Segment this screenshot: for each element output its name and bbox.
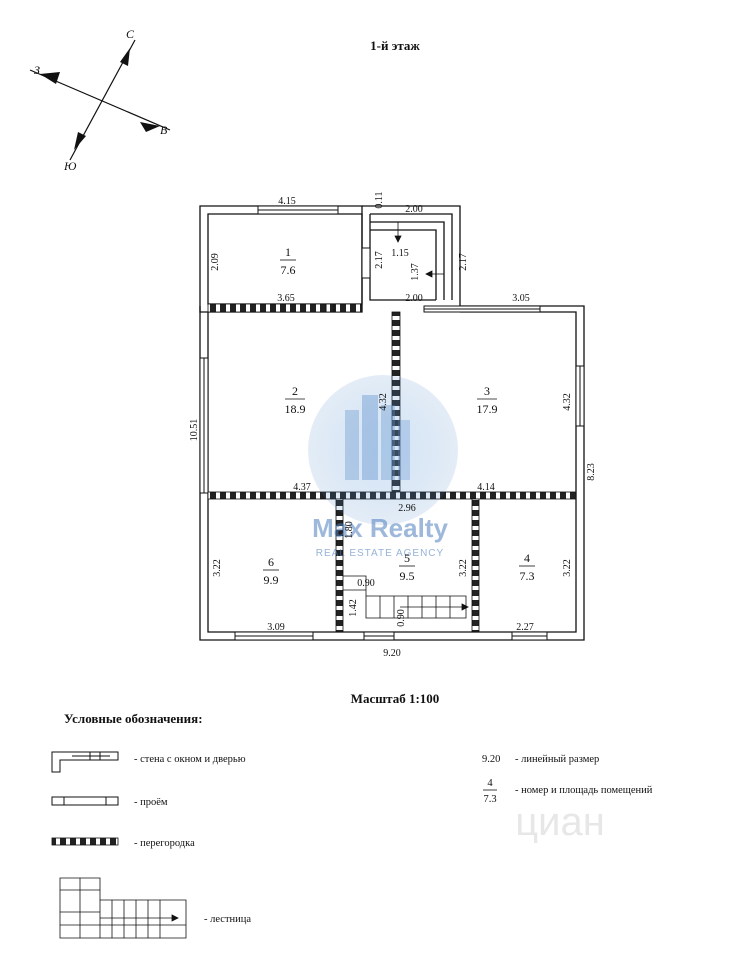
dimension-label: 3.65 — [277, 293, 295, 304]
dimension-label: 4.14 — [477, 482, 495, 493]
dimension-label: 2.17 — [458, 253, 469, 271]
legend-stairs-symbol — [59, 877, 187, 939]
dimension-label: 4.37 — [293, 482, 311, 493]
compass-east-label: В — [160, 123, 168, 137]
room-area: 18.9 — [285, 402, 306, 416]
room-area: 7.3 — [520, 569, 535, 583]
dimension-label: 2.00 — [405, 204, 423, 215]
legend-room-area-example: 7.3 — [483, 794, 496, 805]
dimension-label: 2.96 — [398, 503, 416, 514]
dimension-label: 4.32 — [378, 393, 389, 411]
legend: Условные обозначения: - стена с окном и … — [51, 711, 653, 939]
room-number: 6 — [268, 555, 274, 569]
legend-room-text: - номер и площадь помещений — [515, 785, 653, 796]
dimension-label: 2.00 — [405, 293, 423, 304]
dimension-label: 10.51 — [189, 419, 200, 442]
room-6-label: 6 9.9 — [263, 555, 279, 587]
legend-partition-symbol — [51, 837, 119, 846]
legend-stairs-text: - лестница — [204, 914, 251, 925]
dimension-label: 3.22 — [212, 559, 223, 577]
compass-rose: С З В Ю — [29, 27, 171, 173]
dimension-label: 3.05 — [512, 293, 530, 304]
room-area: 7.6 — [281, 263, 296, 277]
legend-dim-text: - линейный размер — [515, 754, 599, 765]
legend-dim-example: 9.20 — [482, 754, 500, 765]
dimension-label: 3.22 — [458, 559, 469, 577]
legend-opening-symbol — [51, 796, 119, 806]
legend-partition-text: - перегородка — [134, 838, 195, 849]
dimension-label: 2.17 — [374, 251, 385, 269]
entry-arrows — [394, 222, 444, 278]
dimension-label: 0.90 — [357, 578, 375, 589]
dimension-label: 1.80 — [344, 521, 355, 539]
dimension-label: 4.15 — [278, 196, 296, 207]
watermark: Max Realty REAL ESTATE AGENCY циан — [308, 375, 605, 844]
room-area: 17.9 — [477, 402, 498, 416]
room-5-label: 5 9.5 — [399, 551, 415, 583]
legend-heading: Условные обозначения: — [64, 711, 203, 726]
dimension-label: 1.37 — [410, 263, 421, 281]
room-3-label: 3 17.9 — [477, 384, 498, 416]
scale-label: Масштаб 1:100 — [351, 691, 440, 706]
legend-wall-text: - стена с окном и дверью — [134, 754, 246, 765]
room-number: 2 — [292, 384, 298, 398]
dimension-label: 0.11 — [374, 191, 385, 208]
room-number: 3 — [484, 384, 490, 398]
room-number: 4 — [524, 551, 530, 565]
doors — [325, 247, 371, 312]
dimension-label: 2.09 — [210, 253, 221, 271]
dimension-label: 0.90 — [396, 609, 407, 627]
legend-wall-symbol — [51, 751, 119, 773]
watermark-site: циан — [515, 800, 605, 844]
room-1-label: 1 7.6 — [280, 245, 296, 277]
room-area: 9.5 — [400, 569, 415, 583]
dimension-label: 4.32 — [562, 393, 573, 411]
room-labels: 1 7.6 2 18.9 3 17.9 4 7.3 5 9.5 6 9.9 — [263, 245, 535, 587]
compass-south-label: Ю — [63, 159, 77, 173]
dimension-label: 9.20 — [383, 648, 401, 659]
compass-west-label: З — [34, 63, 40, 77]
dimension-label: 3.22 — [562, 559, 573, 577]
compass-north-label: С — [126, 27, 135, 41]
room-number: 1 — [285, 245, 291, 259]
staircase — [343, 575, 469, 619]
watermark-brand: Max Realty — [312, 513, 448, 543]
room-2-label: 2 18.9 — [285, 384, 306, 416]
legend-opening-text: - проём — [134, 797, 168, 808]
dimension-label: 1.15 — [391, 248, 409, 259]
watermark-subtitle: REAL ESTATE AGENCY — [316, 548, 444, 559]
dimension-label: 8.23 — [586, 463, 597, 481]
room-4-label: 4 7.3 — [519, 551, 535, 583]
dimension-label: 2.27 — [516, 622, 534, 633]
windows — [199, 205, 585, 641]
dimension-labels: 4.15 0.11 2.00 2.09 2.17 1.15 1.37 2.17 … — [189, 191, 597, 659]
room-area: 9.9 — [264, 573, 279, 587]
dimension-label: 1.42 — [348, 599, 359, 617]
room-number: 5 — [404, 551, 410, 565]
dimension-label: 3.09 — [267, 622, 285, 633]
floor-title: 1-й этаж — [370, 38, 420, 53]
legend-room-num-example: 4 — [487, 778, 493, 789]
